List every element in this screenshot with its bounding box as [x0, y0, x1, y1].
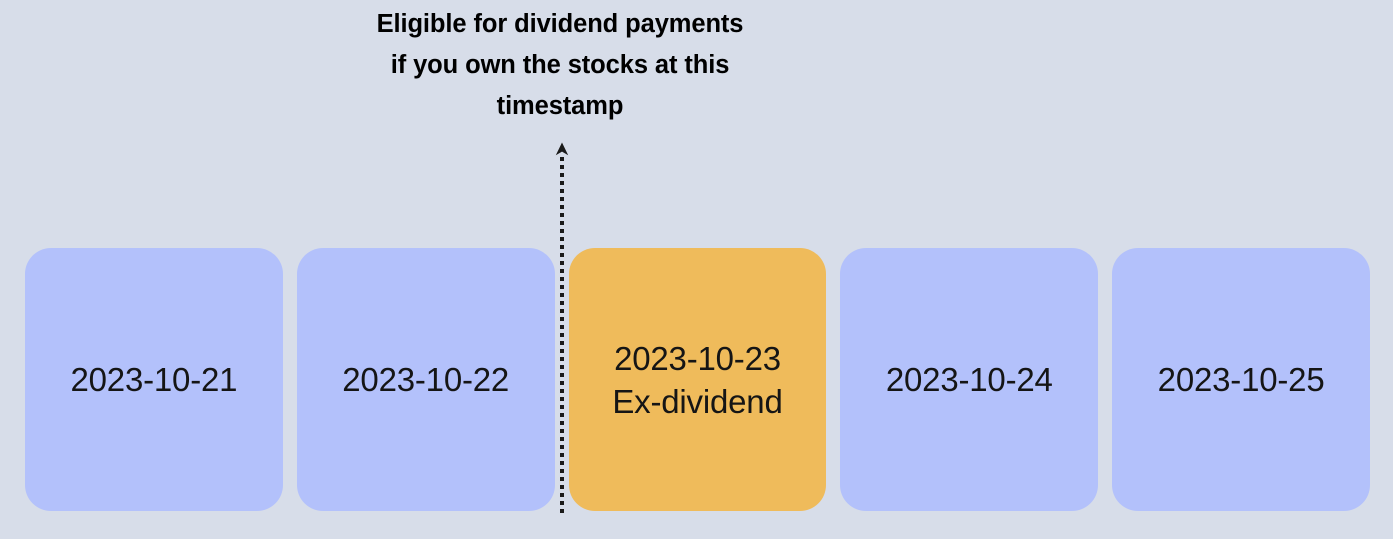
dotted-line — [559, 157, 564, 515]
day-date-label: 2023-10-25 — [1157, 361, 1325, 398]
day-date-label: 2023-10-24 — [885, 361, 1053, 398]
arrow-up-icon — [554, 142, 570, 158]
day-date-label: 2023-10-22 — [342, 361, 510, 398]
timeline-day-card[interactable]: 2023-10-21 — [25, 248, 283, 511]
day-note-label: Ex-dividend — [612, 382, 783, 420]
timeline-day-card[interactable]: 2023-10-24 — [840, 248, 1099, 511]
timeline-day-card[interactable]: 2023-10-22 — [296, 248, 555, 511]
day-date-label: 2023-10-21 — [70, 361, 238, 398]
timeline-day-card[interactable]: 2023-10-25 — [1112, 248, 1370, 511]
timeline-track: 2023-10-21 2023-10-22 2023-10-23 Ex-divi… — [25, 248, 1370, 511]
timeline-day-card-ex-dividend[interactable]: 2023-10-23 Ex-dividend — [568, 248, 827, 511]
annotation-callout-text: Eligible for dividend payments if you ow… — [376, 10, 744, 120]
day-date-label: 2023-10-23 — [614, 339, 781, 377]
annotation-pointer — [554, 142, 570, 516]
